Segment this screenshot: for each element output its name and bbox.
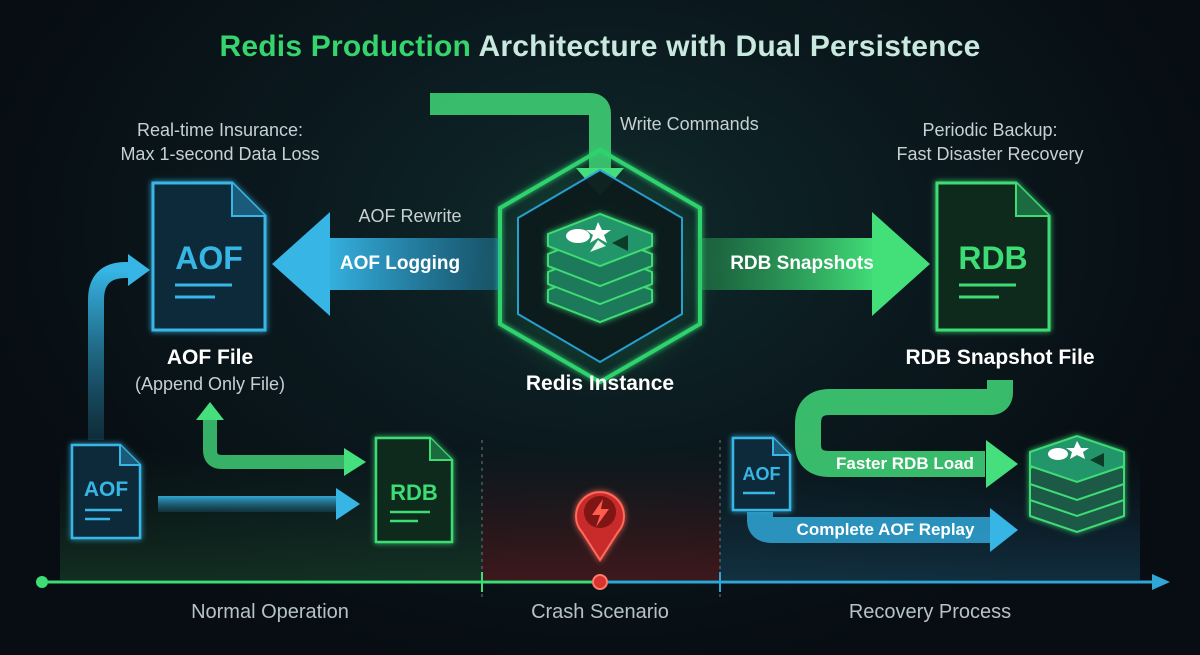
aof-caption: Real-time Insurance: Max 1-second Data L… — [90, 118, 350, 166]
rdb-caption-line2: Fast Disaster Recovery — [896, 144, 1084, 164]
aof-rewrite-label: AOF Rewrite — [358, 206, 462, 226]
rdb-file-icon-text: RDB — [958, 240, 1028, 276]
restored-redis-stack-icon — [1029, 434, 1125, 534]
faster-rdb-load-label: Faster RDB Load — [836, 454, 974, 473]
crash-point-dot — [592, 574, 608, 590]
normal-rdb-icon-text: RDB — [390, 480, 438, 505]
write-commands-label: Write Commands — [620, 114, 759, 134]
recovery-aof-icon-text: AOF — [742, 464, 781, 484]
aof-to-rdb-arrow — [158, 496, 338, 512]
page-title: Redis Production Architecture with Dual … — [0, 30, 1200, 64]
aof-logging-arrow — [272, 212, 500, 316]
redis-hex-outer — [498, 147, 702, 385]
faster-rdb-load-arrow — [795, 380, 1013, 477]
aof-upload-arrow — [88, 262, 138, 440]
aof-caption-line1: Real-time Insurance: — [136, 120, 304, 140]
phase-crash-scenario: Crash Scenario — [531, 601, 669, 623]
aof-file-icon-text: AOF — [175, 240, 243, 276]
aof-file-large-icon — [151, 181, 267, 332]
aof-rewrite-to-rdb-arrow — [203, 418, 345, 469]
rdb-file-large-icon — [935, 181, 1051, 332]
normal-aof-icon-text: AOF — [83, 478, 129, 501]
aof-file-subtitle: (Append Only File) — [134, 374, 286, 394]
aof-caption-line2: Max 1-second Data Loss — [120, 144, 320, 164]
rdb-caption-line1: Periodic Backup: — [922, 120, 1058, 140]
write-commands-arrow — [430, 93, 611, 172]
rdb-file-title: RDB Snapshot File — [905, 346, 1095, 369]
title-highlight: Redis Production — [219, 30, 472, 63]
lightning-icon — [592, 499, 609, 527]
phase-recovery-process: Recovery Process — [848, 601, 1012, 623]
complete-aof-replay-arrow — [747, 512, 990, 543]
rdb-snapshots-arrow — [698, 212, 930, 316]
redis-stack-icon — [547, 212, 653, 324]
redis-instance-label: Redis Instance — [525, 372, 675, 395]
phase-normal-operation: Normal Operation — [191, 601, 349, 623]
timeline-start-dot — [36, 576, 48, 588]
rdb-caption: Periodic Backup: Fast Disaster Recovery — [860, 118, 1120, 166]
timeline-arrowhead — [1152, 574, 1170, 590]
rdb-file-small-icon — [374, 436, 454, 544]
crash-marker — [575, 491, 625, 562]
aof-file-recovery-icon — [731, 436, 792, 512]
title-rest: Architecture with Dual Persistence — [478, 30, 981, 63]
aof-file-title: AOF File — [166, 346, 254, 369]
rdb-snapshots-label: RDB Snapshots — [730, 253, 874, 274]
complete-aof-replay-label: Complete AOF Replay — [796, 520, 975, 539]
aof-file-small-icon — [70, 443, 142, 540]
aof-logging-label: AOF Logging — [339, 253, 461, 274]
